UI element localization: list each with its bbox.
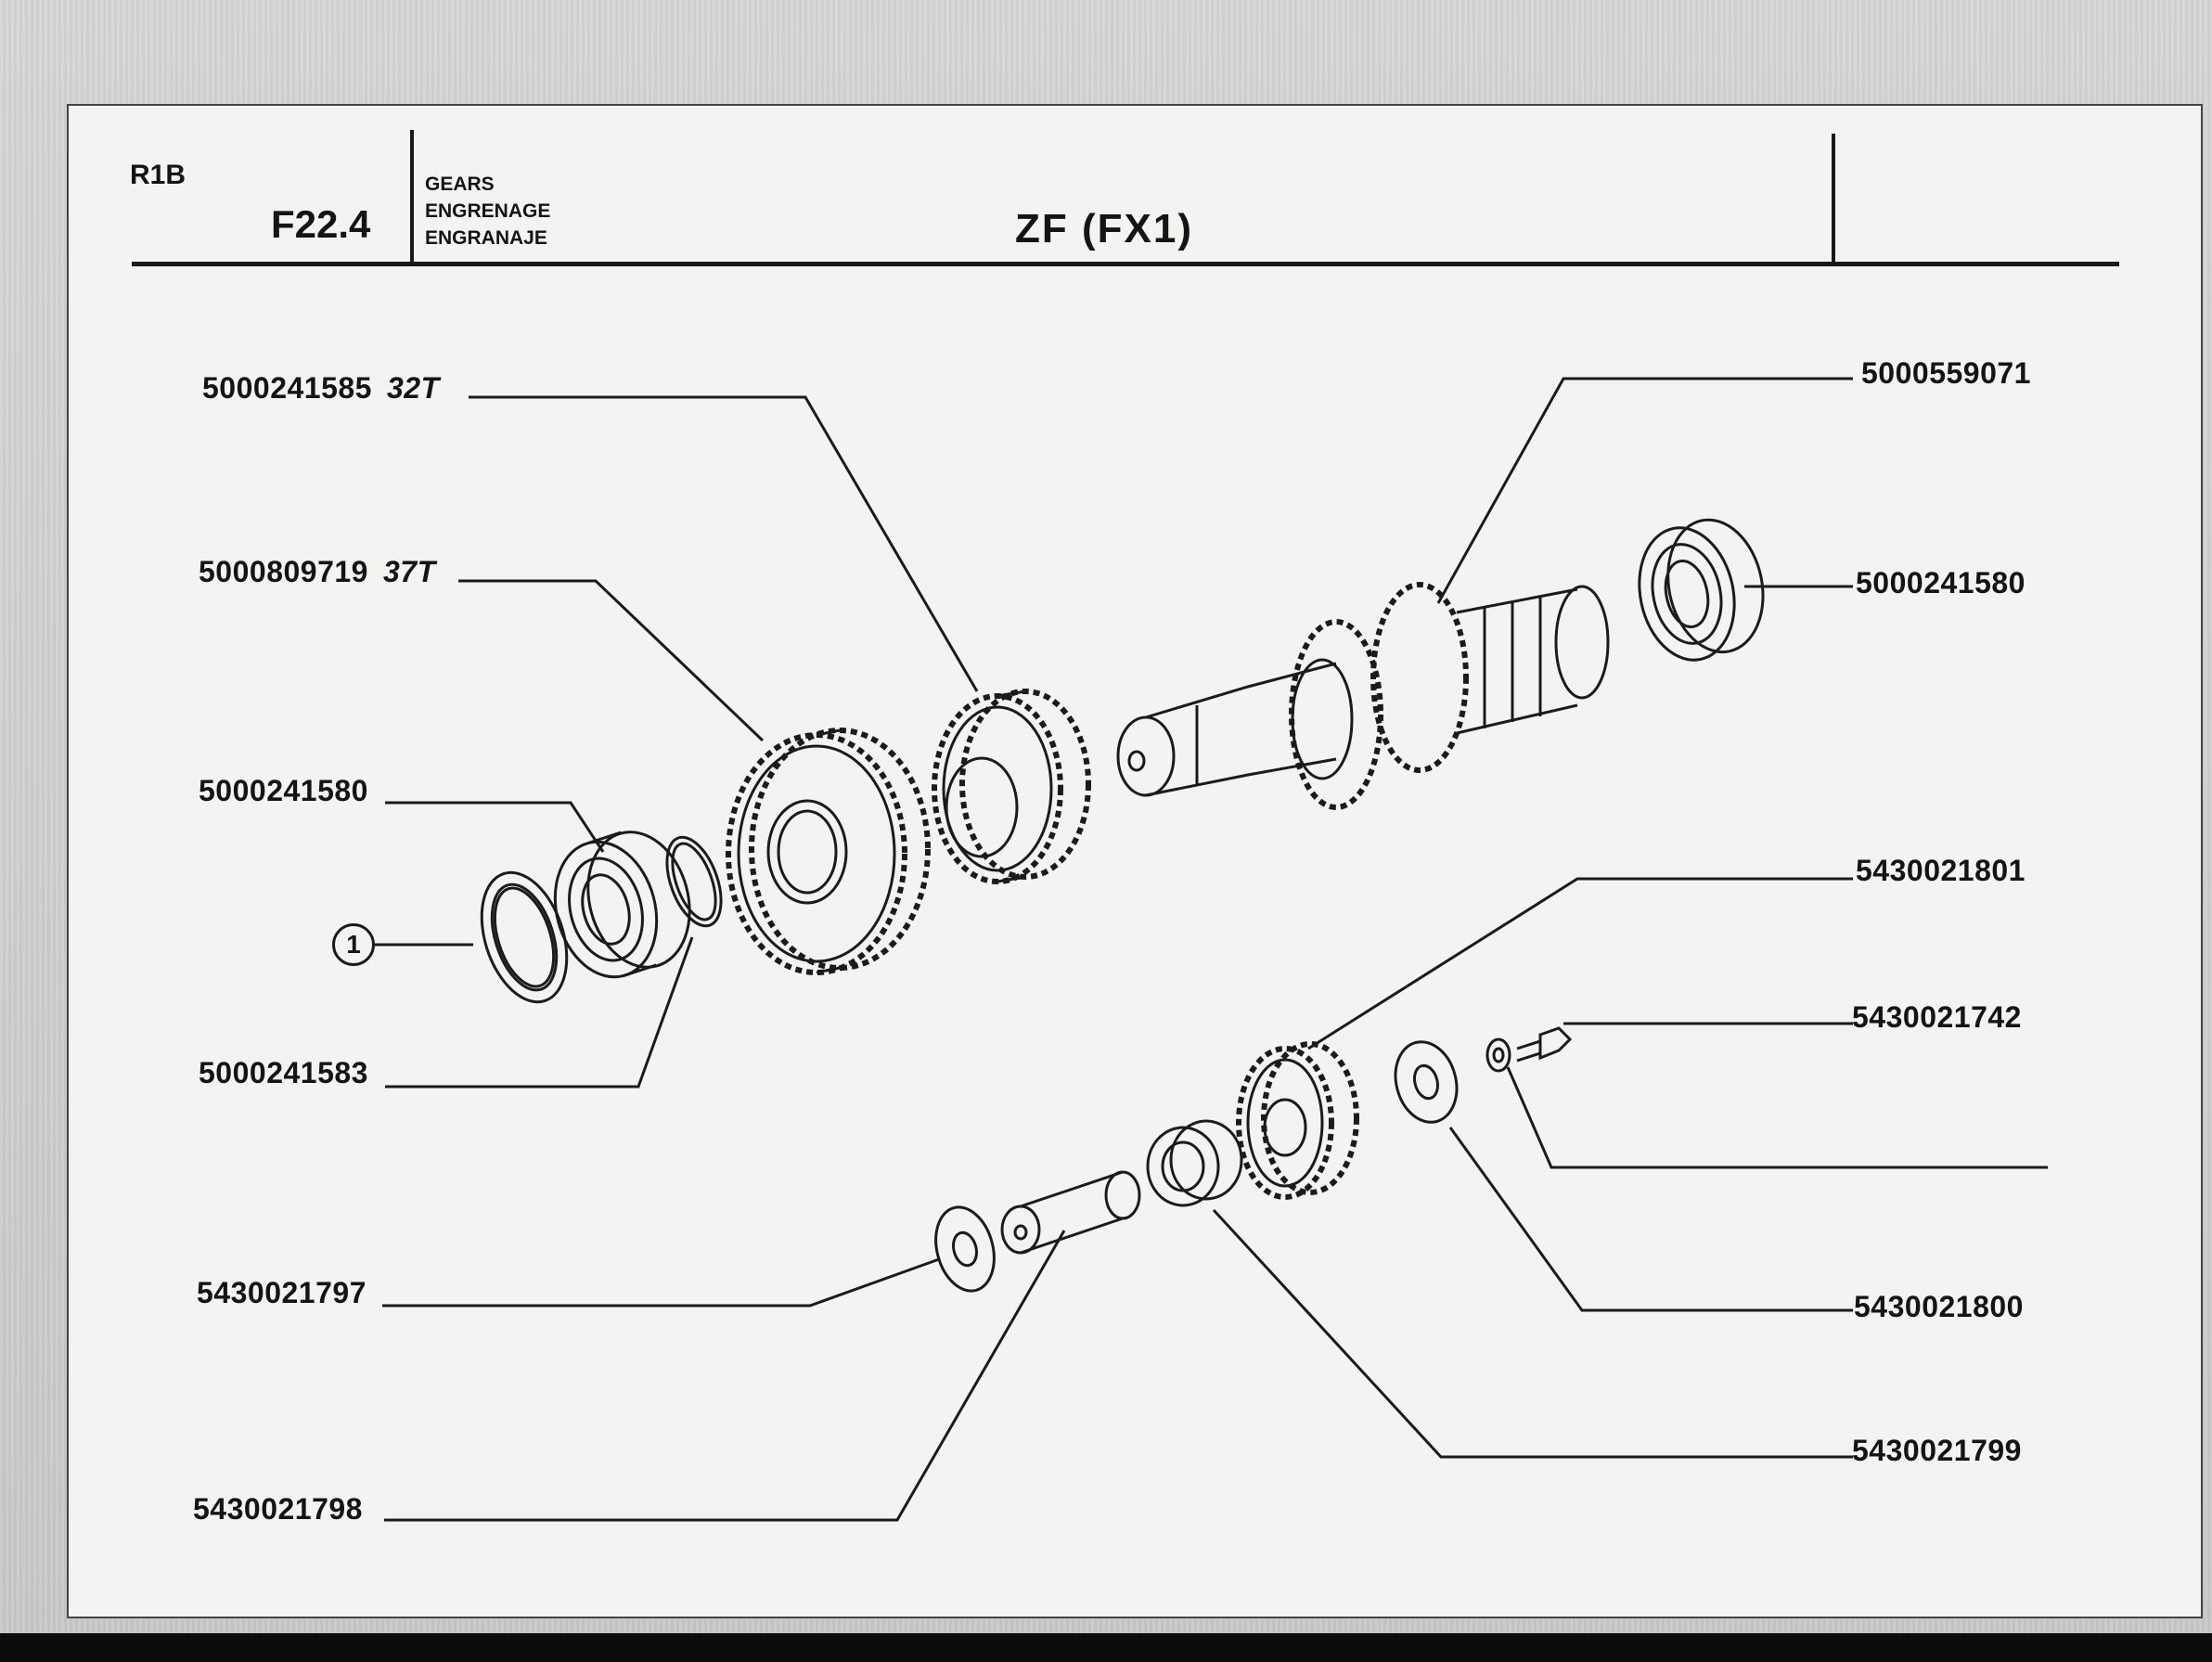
leader-line-p12 xyxy=(1448,1127,1853,1312)
left-bearing-part xyxy=(553,831,691,979)
bolt-part xyxy=(1516,1026,1573,1063)
header-divider-left xyxy=(410,130,414,264)
part-label-p9: 5430021801 xyxy=(1856,854,2026,887)
leader-line-p1 xyxy=(469,395,979,692)
section-title-fr: ENGRENAGE xyxy=(425,200,551,222)
catalog-sheet: R1B F22.4 GEARS ENGRENAGE ENGRANAJE ZF (… xyxy=(67,104,2203,1618)
part-label-p3: 5000241580 xyxy=(199,774,368,807)
leader-line-p13 xyxy=(1212,1208,1853,1459)
part-label-p5: 5430021797 xyxy=(197,1276,367,1309)
leader-line-p5 xyxy=(382,1257,940,1308)
leader-line-p3 xyxy=(385,801,605,853)
leader-line-p11 xyxy=(1506,1066,2048,1169)
seal-ring-part xyxy=(480,870,569,1004)
part-label-p13: 5430021799 xyxy=(1852,1434,2022,1467)
gear-32t-part xyxy=(932,689,1091,884)
part-label-p2: 5000809719 37T xyxy=(199,555,436,589)
section-title-en: GEARS xyxy=(425,174,495,195)
leader-line-p4 xyxy=(385,936,694,1089)
part-label-p8: 5000241580 xyxy=(1856,566,2026,599)
scan-bottom-edge xyxy=(0,1633,2212,1662)
right-bearing-part xyxy=(1638,518,1765,662)
model-code: R1B xyxy=(130,160,186,190)
leader-line-p6 xyxy=(384,1230,1066,1522)
assembly-title: ZF (FX1) xyxy=(1015,206,1193,251)
part-label-p10: 5430021742 xyxy=(1852,1000,2022,1034)
part-number: 5000809719 xyxy=(199,555,368,588)
part-label-p7: 5000559071 xyxy=(1861,356,2031,390)
header-rule xyxy=(132,262,2119,266)
part-label-p4: 5000241583 xyxy=(199,1056,368,1089)
leader-line-p2 xyxy=(458,579,765,742)
thrust-washer-part xyxy=(934,1205,996,1293)
needle-bearing-part xyxy=(1146,1119,1243,1207)
main-shaft-part xyxy=(1116,582,1610,810)
section-title-es: ENGRANAJE xyxy=(425,227,547,249)
pin-part xyxy=(1000,1170,1141,1255)
part-label-p6: 5430021798 xyxy=(193,1492,363,1526)
callout-number: 1 xyxy=(332,923,375,966)
washer-part xyxy=(1394,1040,1459,1124)
leader-line-p9 xyxy=(1307,877,1853,1050)
part-number: 5000241585 xyxy=(202,371,372,405)
section-title: GEARS ENGRENAGE ENGRANAJE xyxy=(425,171,550,251)
leader-line-p7 xyxy=(1436,377,1853,604)
section-code: F22.4 xyxy=(271,202,371,246)
snap-ring-part xyxy=(665,835,723,928)
part-label-p12: 5430021800 xyxy=(1854,1290,2024,1323)
gear-37t-part xyxy=(726,728,931,975)
small-gear-part xyxy=(1236,1041,1359,1200)
tooth-count: 32T xyxy=(386,371,440,405)
part-label-p1: 5000241585 32T xyxy=(202,371,440,406)
tooth-count: 37T xyxy=(382,555,436,588)
header-divider-right xyxy=(1832,134,1835,264)
lock-washer-part xyxy=(1485,1037,1511,1073)
